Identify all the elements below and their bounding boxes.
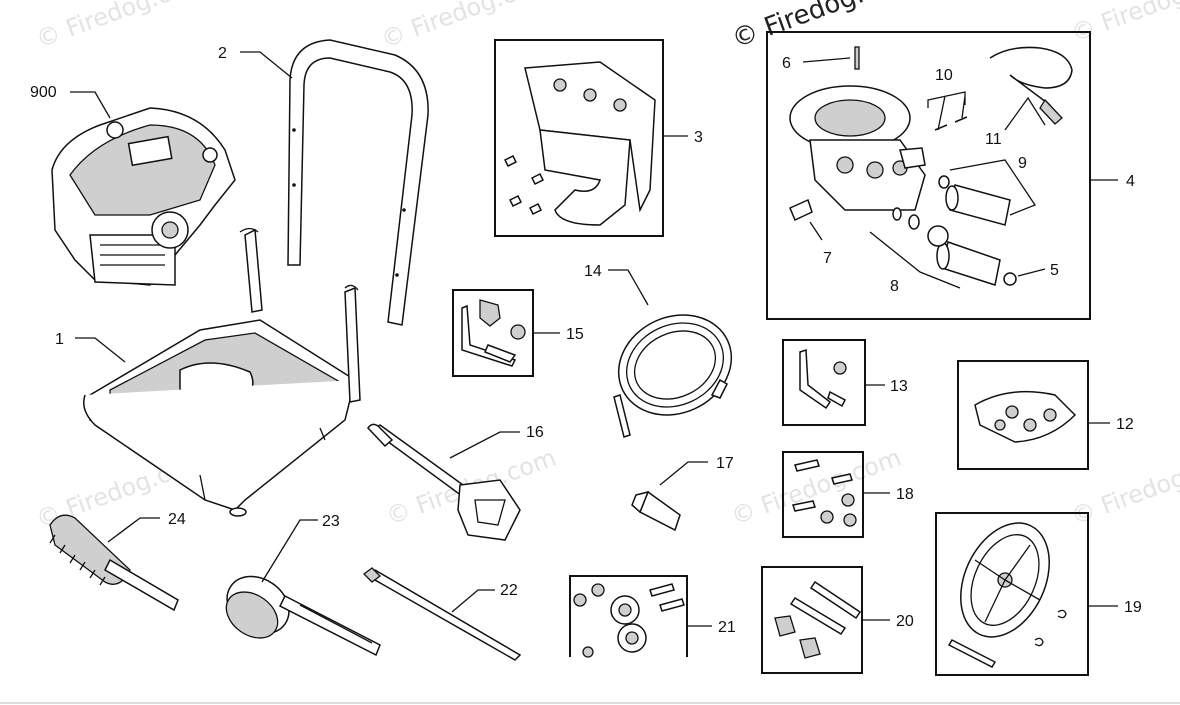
part-hardware-20[interactable]	[774, 580, 862, 659]
leader-17	[659, 461, 708, 486]
leader-24	[107, 517, 160, 543]
callout-2: 2	[218, 45, 227, 62]
leader-16	[449, 431, 520, 459]
callout-12: 12	[1116, 416, 1134, 433]
part-pin[interactable]	[854, 46, 860, 70]
callout-21: 21	[718, 619, 736, 636]
part-spray-gun[interactable]	[367, 423, 521, 541]
part-engine[interactable]	[51, 107, 236, 286]
callout-3: 3	[694, 129, 703, 146]
callout-18: 18	[896, 486, 914, 503]
leader-14	[608, 269, 649, 306]
callout-6: 6	[782, 55, 791, 72]
callout-900: 900	[30, 84, 57, 101]
part-handle[interactable]	[287, 39, 429, 326]
part-wand[interactable]	[363, 567, 522, 661]
callout-22: 22	[500, 582, 518, 599]
part-hardware-18[interactable]	[792, 459, 857, 527]
callout-24: 24	[168, 511, 186, 528]
callout-15: 15	[566, 326, 584, 343]
callout-7: 7	[823, 250, 832, 267]
leader-10	[927, 91, 966, 131]
part-axle-13[interactable]	[799, 348, 847, 410]
kit-box-21	[569, 575, 688, 657]
callout-4: 4	[1126, 173, 1135, 190]
callout-20: 20	[896, 613, 914, 630]
callout-8: 8	[890, 278, 899, 295]
kit-box-19	[935, 512, 1089, 676]
part-wheel[interactable]	[943, 509, 1067, 668]
watermark: © Firedog.com	[1067, 443, 1180, 530]
leader-5	[1017, 268, 1046, 277]
leader-7	[809, 221, 823, 241]
part-valves[interactable]	[892, 175, 1017, 286]
part-hose-fitting[interactable]	[989, 46, 1073, 125]
leader-900	[70, 91, 111, 119]
callout-16: 16	[526, 424, 544, 441]
watermark: © Firedog.com	[1067, 0, 1180, 48]
kit-box-12	[957, 360, 1089, 470]
part-scrub-brush[interactable]	[49, 514, 179, 612]
callout-19: 19	[1124, 599, 1142, 616]
watermark: © Firedog.com	[32, 0, 209, 54]
leader-1	[75, 337, 126, 363]
part-axle-kit[interactable]	[461, 299, 526, 367]
callout-11: 11	[985, 131, 1002, 148]
callout-5: 5	[1050, 262, 1059, 279]
callout-9: 9	[1018, 155, 1027, 172]
part-bearings-21[interactable]	[573, 583, 685, 658]
kit-box-13	[782, 339, 866, 426]
part-turbo-nozzle[interactable]	[631, 490, 681, 532]
callout-10: 10	[935, 67, 953, 84]
leader-6	[802, 57, 851, 63]
part-hose[interactable]	[602, 297, 748, 438]
kit-box-4	[766, 31, 1091, 320]
part-frame[interactable]	[83, 227, 361, 517]
copyright-header: © Firedog.	[728, 0, 868, 55]
callout-23: 23	[322, 513, 340, 530]
leader-2	[240, 51, 293, 79]
part-pump[interactable]	[789, 85, 926, 211]
part-bracket[interactable]	[524, 61, 656, 226]
leader-11	[1004, 96, 1046, 131]
leader-23	[261, 519, 318, 583]
callout-13: 13	[890, 378, 908, 395]
kit-box-3	[494, 39, 664, 237]
watermark: © Firedog.com	[727, 443, 904, 530]
part-screws[interactable]	[503, 154, 545, 216]
part-rotating-brush[interactable]	[216, 565, 381, 657]
leader-8	[869, 231, 961, 289]
part-unloader[interactable]	[789, 198, 813, 222]
callout-17: 17	[716, 455, 734, 472]
part-nozzle-kit[interactable]	[974, 390, 1077, 443]
leader-9	[949, 159, 1036, 216]
callout-14: 14	[584, 263, 602, 280]
part-check-valves[interactable]	[934, 116, 968, 131]
leader-22	[451, 589, 495, 613]
watermark: © Firedog.com	[377, 0, 554, 54]
callout-1: 1	[55, 331, 64, 348]
kit-box-18	[782, 451, 864, 538]
